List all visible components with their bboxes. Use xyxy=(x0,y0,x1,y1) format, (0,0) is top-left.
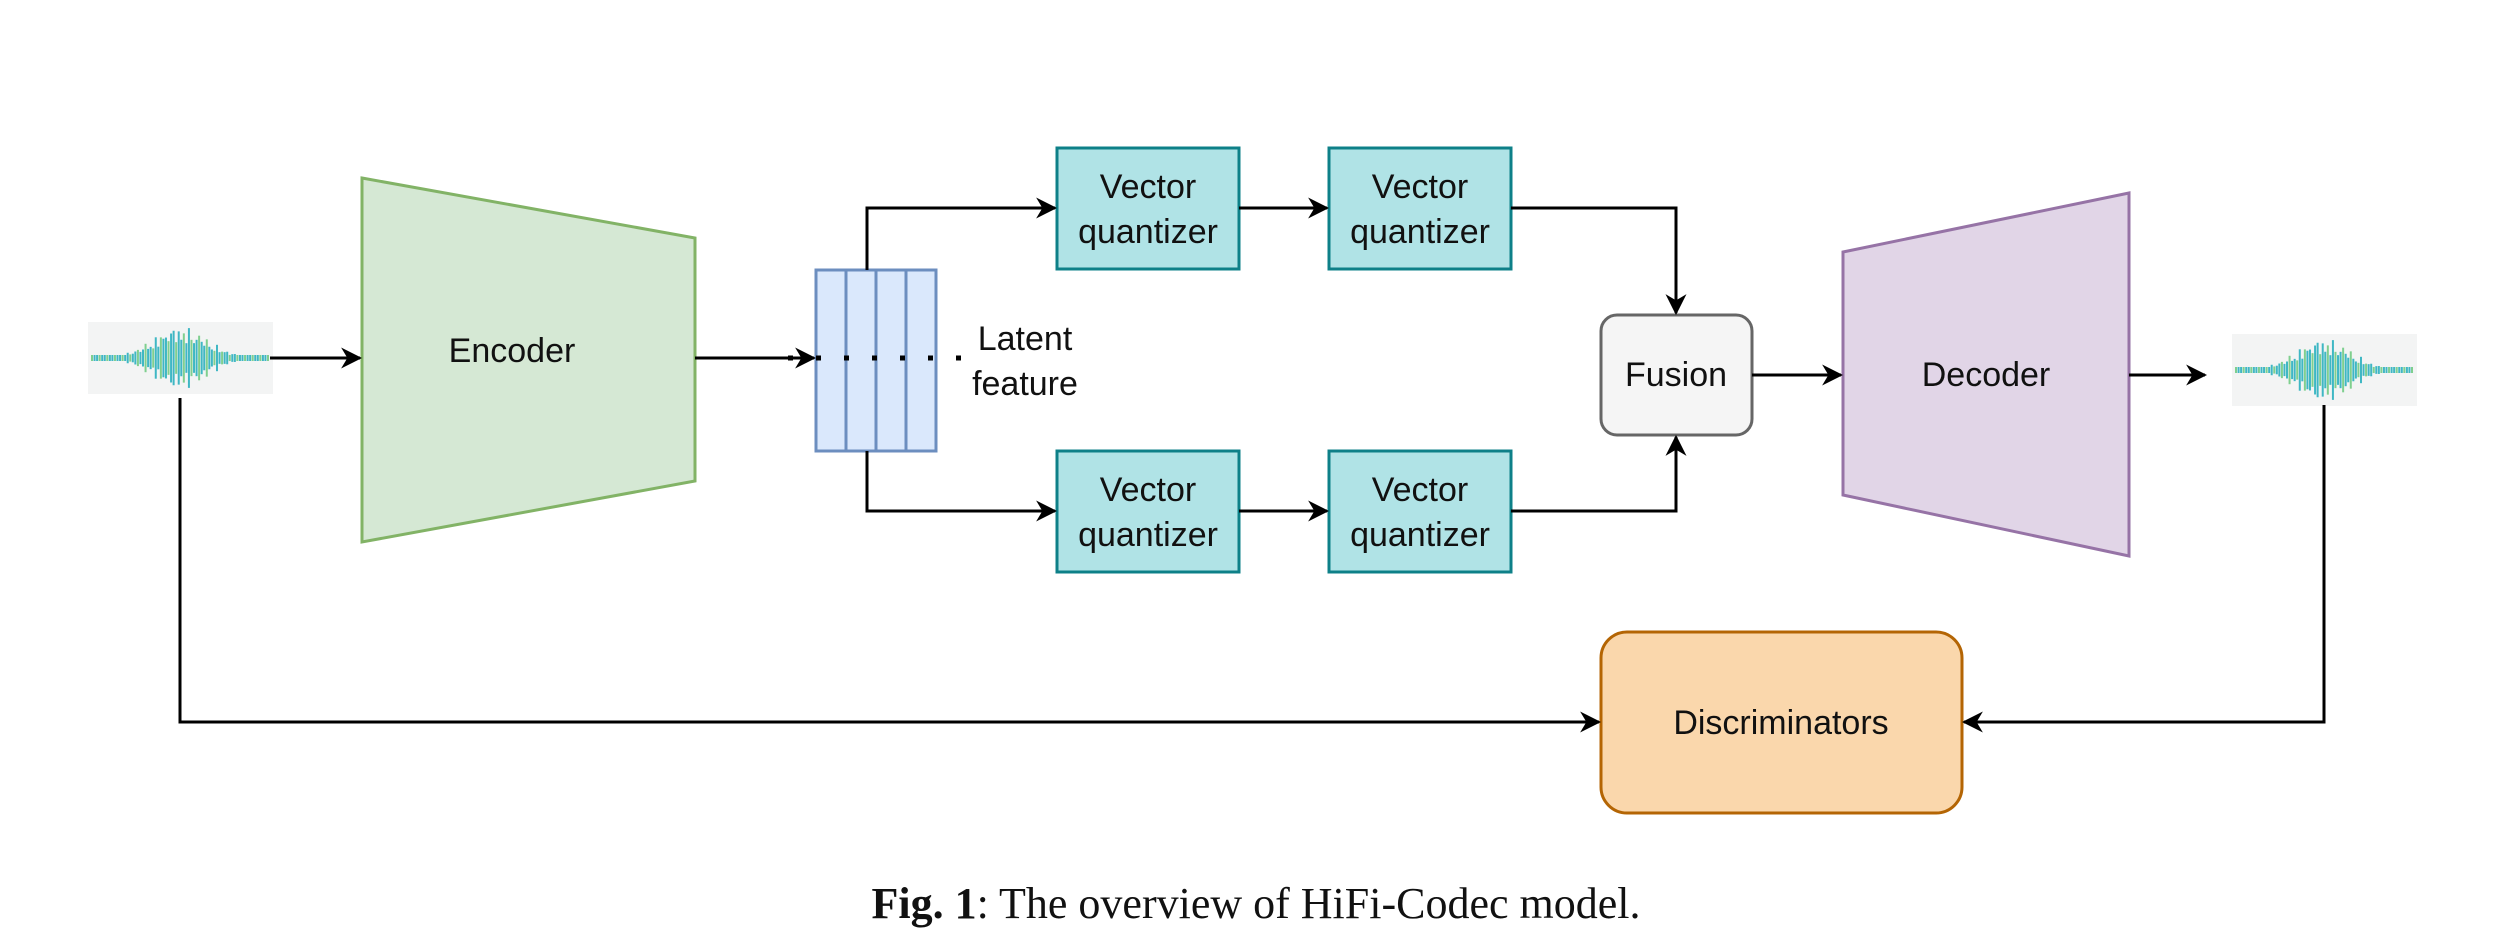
vq-top-1-label-line1: Vector xyxy=(1100,168,1196,206)
arrow-latent-to-vq-top xyxy=(865,197,1058,270)
vq-bottom-2-label-line2: quantizer xyxy=(1350,516,1490,554)
vq-top-1-box xyxy=(1055,146,1241,271)
hifi-codec-diagram: Encoder Latent feature Vector quantizer … xyxy=(88,146,2417,815)
vq-top-2-label-line2: quantizer xyxy=(1350,213,1490,251)
arrow-input-to-discriminators xyxy=(178,398,1602,733)
vq-top-1-label-line2: quantizer xyxy=(1078,213,1218,251)
latent-label-line1: Latent xyxy=(978,320,1073,358)
decoder-label: Decoder xyxy=(1922,356,2051,394)
arrow-vq-bottom-to-fusion xyxy=(1511,434,1687,513)
arrow-latent-to-vq-bottom xyxy=(865,451,1058,522)
discriminators-label: Discriminators xyxy=(1673,704,1888,742)
input-waveform-icon xyxy=(88,322,273,394)
latent-feature-block xyxy=(814,268,938,453)
encoder-label: Encoder xyxy=(449,332,576,370)
encoder-shape xyxy=(360,176,697,544)
figure-label: Fig. 1 xyxy=(871,879,977,928)
vq-bottom-2-label-line1: Vector xyxy=(1372,471,1468,509)
decoder-shape xyxy=(1841,191,2131,558)
arrow-output-to-discriminators xyxy=(1961,405,2326,733)
vq-bottom-2-box xyxy=(1327,449,1513,574)
arrow-vq-top-to-fusion xyxy=(1511,206,1687,316)
figure-caption-text: : The overview of HiFi-Codec model. xyxy=(976,879,1641,928)
fusion-label: Fusion xyxy=(1625,356,1727,394)
latent-label-line2: feature xyxy=(972,365,1078,403)
vq-bottom-1-label-line2: quantizer xyxy=(1078,516,1218,554)
vq-top-2-label-line1: Vector xyxy=(1372,168,1468,206)
figure-caption: Fig. 1: The overview of HiFi-Codec model… xyxy=(0,878,2512,929)
output-waveform-icon xyxy=(2232,334,2417,406)
vq-bottom-1-label-line1: Vector xyxy=(1100,471,1196,509)
